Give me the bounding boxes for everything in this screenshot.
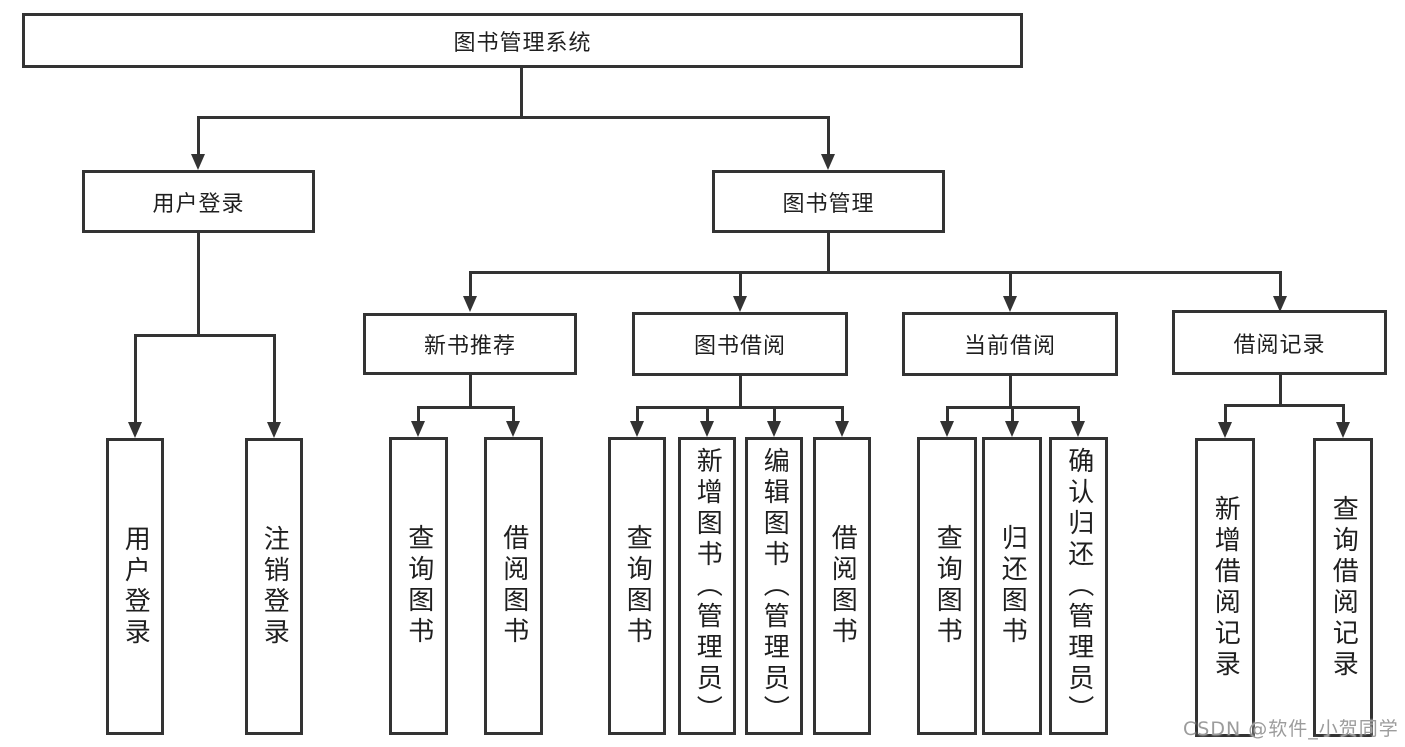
connector-drop-0-0 [196, 115, 200, 156]
connector-stem-5 [1008, 376, 1012, 409]
node-add-books-admin: 新增图书（管理员） [678, 437, 736, 735]
connector-drop-5-0 [945, 405, 949, 423]
node-label-book-management: 图书管理 [782, 191, 875, 217]
connector-stem-1 [196, 233, 200, 337]
node-label-confirm-return-admin: 确认归还（管理员） [1063, 446, 1094, 726]
node-current-borrowing: 当前借阅 [902, 312, 1118, 376]
connector-stem-0 [519, 68, 523, 119]
arrowhead-icon-0-1 [821, 154, 835, 170]
arrowhead-icon-5-2 [1071, 421, 1085, 437]
arrowhead-icon-0-0 [191, 154, 205, 170]
node-label-root: 图书管理系统 [453, 30, 592, 56]
arrowhead-icon-4-0 [630, 421, 644, 437]
arrowhead-icon-6-1 [1336, 422, 1350, 438]
node-label-new-book-recommend: 新书推荐 [423, 334, 516, 359]
node-label-edit-books-admin: 编辑图书（管理员） [759, 446, 790, 726]
connector-drop-3-1 [511, 405, 515, 423]
node-label-query-books-3: 查询图书 [932, 524, 963, 648]
connector-bus-6 [1223, 403, 1345, 407]
connector-drop-6-0 [1223, 403, 1227, 424]
arrowhead-icon-1-1 [267, 422, 281, 438]
connector-drop-1-0 [133, 333, 137, 424]
arrowhead-icon-1-0 [128, 422, 142, 438]
node-book-borrowing: 图书借阅 [632, 312, 848, 376]
node-query-books-1: 查询图书 [389, 437, 448, 735]
arrowhead-icon-4-2 [767, 421, 781, 437]
connector-stem-3 [468, 375, 472, 409]
connector-drop-2-3 [1278, 270, 1282, 298]
connector-drop-4-0 [635, 405, 639, 423]
connector-drop-5-1 [1010, 405, 1014, 423]
node-label-return-books: 归还图书 [997, 524, 1028, 648]
arrowhead-icon-2-2 [1003, 296, 1017, 312]
node-root: 图书管理系统 [22, 13, 1023, 68]
node-label-logout: 注销登录 [259, 524, 290, 649]
node-query-borrow-record: 查询借阅记录 [1313, 438, 1373, 737]
csdn-watermark: CSDN @软件_小贺同学 [1183, 718, 1399, 740]
node-label-query-books-1: 查询图书 [403, 524, 434, 648]
connector-bus-4 [635, 405, 844, 409]
node-query-books-3: 查询图书 [917, 437, 977, 735]
connector-bus-2 [468, 270, 1282, 274]
node-borrow-books-2: 借阅图书 [813, 437, 871, 735]
node-label-add-books-admin: 新增图书（管理员） [692, 446, 723, 726]
arrowhead-icon-5-0 [940, 421, 954, 437]
connector-bus-1 [133, 333, 276, 337]
connector-bus-0 [196, 115, 830, 119]
connector-drop-3-0 [416, 405, 420, 423]
arrowhead-icon-3-0 [411, 421, 425, 437]
connector-drop-2-0 [468, 270, 472, 298]
connector-drop-2-1 [738, 270, 742, 298]
node-add-borrow-record: 新增借阅记录 [1195, 438, 1255, 737]
connector-drop-6-1 [1341, 403, 1345, 424]
arrowhead-icon-2-1 [733, 296, 747, 312]
node-label-query-borrow-record: 查询借阅记录 [1328, 494, 1359, 681]
connector-drop-4-1 [705, 405, 709, 423]
node-label-book-borrowing: 图书借阅 [693, 334, 786, 359]
node-new-book-recommend: 新书推荐 [363, 313, 577, 375]
arrowhead-icon-5-1 [1005, 421, 1019, 437]
node-borrowing-records: 借阅记录 [1172, 310, 1387, 375]
arrowhead-icon-6-0 [1218, 422, 1232, 438]
connector-drop-5-2 [1076, 405, 1080, 423]
node-query-books-2: 查询图书 [608, 437, 666, 735]
connector-drop-1-1 [272, 333, 276, 424]
arrowhead-icon-4-1 [700, 421, 714, 437]
node-label-query-books-2: 查询图书 [622, 524, 653, 648]
node-label-borrow-books-2: 借阅图书 [827, 524, 858, 648]
connector-drop-4-2 [772, 405, 776, 423]
arrowhead-icon-2-3 [1273, 296, 1287, 312]
node-confirm-return-admin: 确认归还（管理员） [1049, 437, 1108, 735]
connector-drop-4-3 [840, 405, 844, 423]
node-borrow-books-1: 借阅图书 [484, 437, 543, 735]
arrowhead-icon-4-3 [835, 421, 849, 437]
node-label-current-borrowing: 当前借阅 [963, 334, 1056, 359]
node-label-user-login-menu: 用户登录 [152, 191, 245, 217]
node-edit-books-admin: 编辑图书（管理员） [745, 437, 803, 735]
connector-drop-0-1 [826, 115, 830, 156]
node-label-user-login: 用户登录 [120, 524, 151, 649]
node-label-borrow-books-1: 借阅图书 [498, 524, 529, 648]
arrowhead-icon-2-0 [463, 296, 477, 312]
arrowhead-icon-3-1 [506, 421, 520, 437]
node-label-borrowing-records: 借阅记录 [1233, 332, 1326, 358]
connector-bus-3 [416, 405, 515, 409]
node-book-management: 图书管理 [712, 170, 945, 233]
connector-stem-6 [1278, 375, 1282, 407]
node-user-login: 用户登录 [106, 438, 164, 735]
node-user-login-menu: 用户登录 [82, 170, 315, 233]
connector-drop-2-2 [1008, 270, 1012, 298]
connector-stem-2 [826, 233, 830, 274]
node-return-books: 归还图书 [982, 437, 1042, 735]
connector-stem-4 [738, 376, 742, 409]
node-label-add-borrow-record: 新增借阅记录 [1210, 494, 1241, 681]
node-logout: 注销登录 [245, 438, 303, 735]
